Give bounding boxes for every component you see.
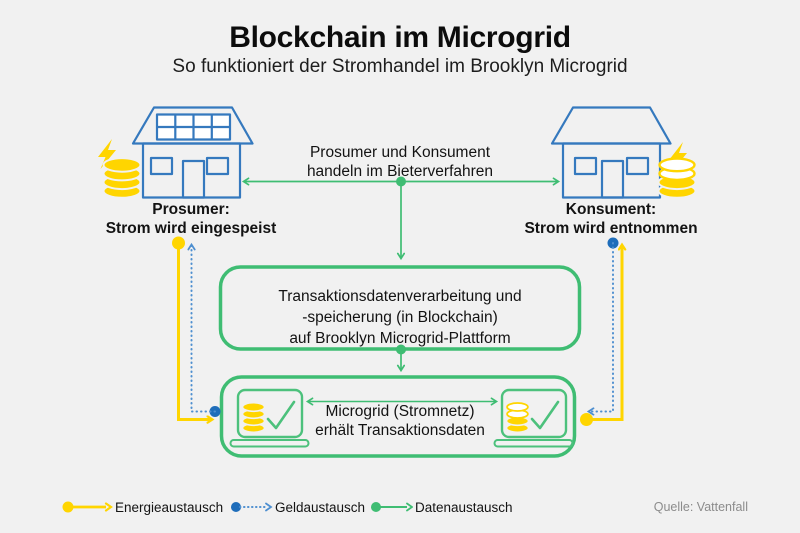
- legend-item-energy: Energieaustausch: [61, 498, 223, 516]
- page-title: Blockchain im Microgrid: [229, 21, 571, 54]
- prosumer-label: Prosumer: Strom wird eingespeist: [81, 201, 301, 238]
- microgrid-box-line2: erhält Transaktionsdaten: [315, 421, 485, 439]
- microgrid-box-line1: Microgrid (Stromnetz): [325, 403, 475, 420]
- legend-item-money: Geldaustausch: [229, 498, 365, 516]
- window: [205, 156, 230, 176]
- legend-label-data: Datenaustausch: [415, 499, 513, 515]
- konsument-label: Konsument: Strom wird entnommen: [501, 201, 721, 238]
- data-line-swatch: [371, 502, 413, 512]
- prosumer-lightning-icon: [98, 139, 116, 169]
- data-dot: [396, 176, 406, 187]
- page-subtitle: So funktioniert der Stromhandel im Brook…: [172, 56, 628, 77]
- legend-label-energy: Energieaustausch: [115, 499, 224, 515]
- konsument-energy-line: [580, 245, 622, 426]
- door: [181, 159, 206, 199]
- konsument-label-subtitle: Strom wird entnommen: [524, 219, 698, 237]
- konsument-label-title: Konsument:: [565, 201, 657, 218]
- bidding-note-line2: handeln im Bieterverfahren: [306, 163, 494, 180]
- prosumer-coins-icon: [102, 157, 142, 199]
- laptop-right-icon: [493, 388, 574, 448]
- microgrid-box-text: Microgrid (Stromnetz) erhält Transaktion…: [305, 403, 495, 440]
- window: [149, 156, 174, 176]
- checkmark-icon: [530, 400, 560, 430]
- konsument-coins-icon: [657, 157, 697, 199]
- blockchain-box-line1: Transaktionsdatenverarbeitung und: [278, 288, 522, 305]
- blockchain-box-text: Transaktionsdatenverarbeitung und -speic…: [230, 286, 570, 349]
- coins-icon: [241, 401, 266, 434]
- legend-item-data: Datenaustausch: [369, 498, 513, 516]
- prosumer-energy-line: [172, 236, 212, 420]
- checkmark-icon: [266, 400, 296, 430]
- prosumer-money-line: [192, 245, 221, 417]
- bidding-note: Prosumer und Konsument handeln im Bieter…: [290, 143, 510, 181]
- konsument-money-line: [589, 237, 619, 412]
- source-credit: Quelle: Vattenfall: [653, 500, 748, 514]
- solar-panel-icon: [155, 113, 232, 141]
- prosumer-label-subtitle: Strom wird eingespeist: [105, 219, 277, 237]
- energy-line-swatch: [62, 501, 113, 513]
- konsument-house-icon: [550, 106, 672, 199]
- window: [625, 156, 650, 176]
- bidding-note-line1: Prosumer und Konsument: [309, 144, 491, 161]
- konsument-lightning-icon: [669, 142, 687, 172]
- coins-icon: [505, 402, 530, 434]
- money-line-swatch: [231, 502, 273, 512]
- microgrid-box-outline: [219, 375, 577, 458]
- bidding-data-arrow: [244, 176, 558, 259]
- blockchain-box-line3: auf Brooklyn Microgrid-Plattform: [289, 330, 511, 347]
- window: [573, 156, 598, 176]
- legend-label-money: Geldaustausch: [275, 499, 366, 515]
- blockchain-box-line2: -speicherung (in Blockchain): [302, 309, 498, 326]
- prosumer-house-icon: [131, 106, 254, 199]
- door: [600, 159, 625, 199]
- prosumer-label-title: Prosumer:: [152, 201, 230, 218]
- data-dot: [396, 344, 406, 355]
- boxes-data-arrow: [396, 344, 406, 371]
- laptop-left-icon: [229, 388, 310, 448]
